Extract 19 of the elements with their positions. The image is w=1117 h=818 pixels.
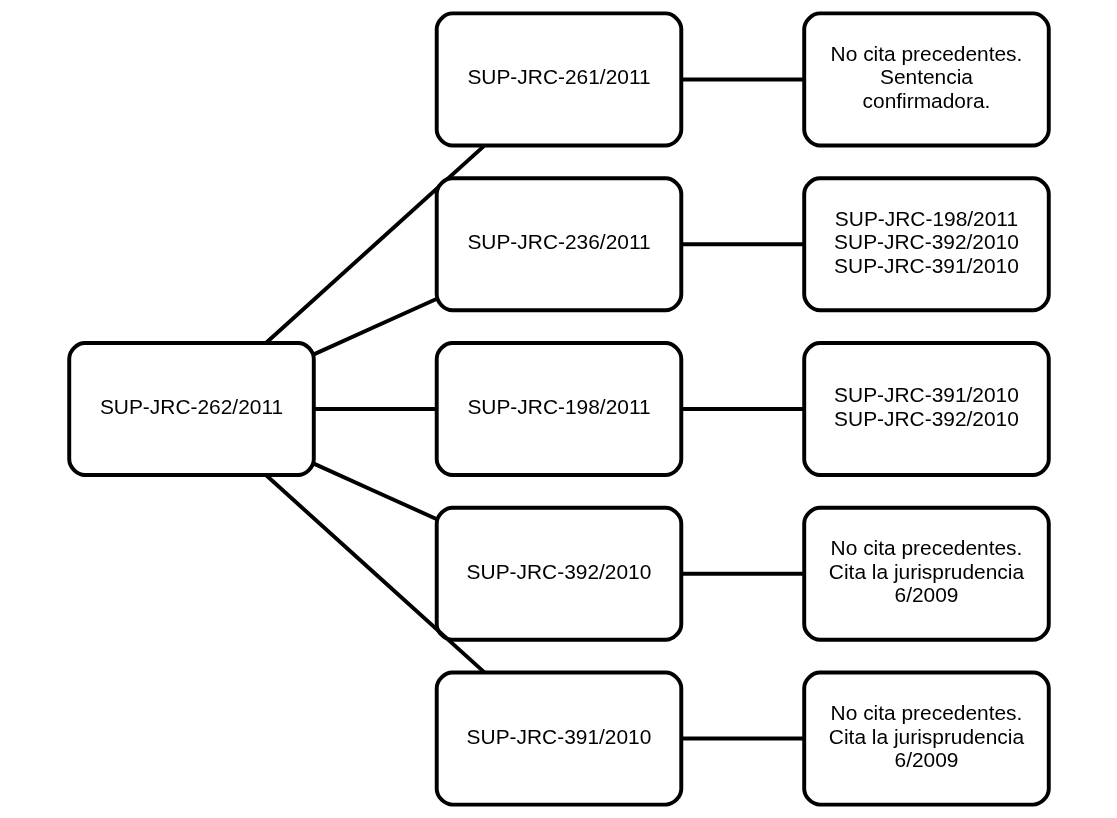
connector bbox=[680, 242, 804, 247]
connector bbox=[312, 461, 437, 521]
node-box: No cita precedentes. Sentencia confirmadora. bbox=[801, 11, 1051, 148]
node-box: SUP-JRC-391/2010 SUP-JRC-392/2010 bbox=[801, 341, 1051, 477]
connector bbox=[680, 571, 804, 576]
node-box: SUP-JRC-261/2011 bbox=[434, 11, 683, 148]
node-box: SUP-JRC-198/2011 SUP-JRC-392/2010 SUP-JRC-391/2010 bbox=[801, 176, 1051, 313]
node-box: SUP-JRC-262/2011 bbox=[66, 341, 316, 477]
connector bbox=[313, 407, 436, 411]
node-box: SUP-JRC-198/2011 bbox=[434, 341, 683, 477]
node-box: SUP-JRC-391/2010 bbox=[434, 670, 683, 807]
node-box: No cita precedentes. Cita la jurisprudencia 6/2009 bbox=[801, 505, 1051, 642]
connector bbox=[680, 407, 804, 411]
node-box: No cita precedentes. Cita la jurisprudencia 6/2009 bbox=[801, 670, 1051, 807]
node-box: SUP-JRC-392/2010 bbox=[434, 505, 683, 642]
connector bbox=[680, 736, 804, 741]
connector bbox=[680, 77, 804, 82]
connector bbox=[312, 297, 437, 357]
node-box: SUP-JRC-236/2011 bbox=[434, 176, 683, 313]
